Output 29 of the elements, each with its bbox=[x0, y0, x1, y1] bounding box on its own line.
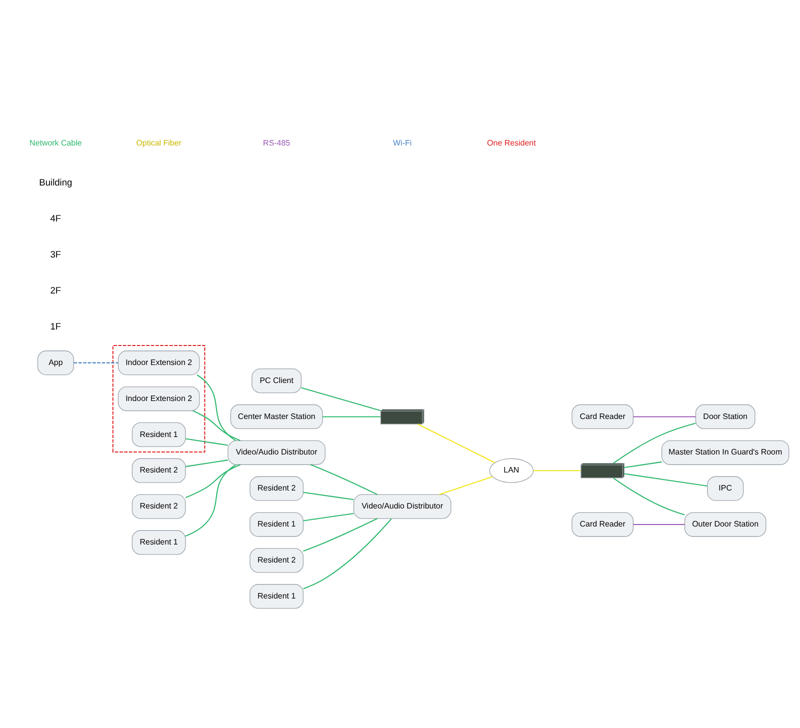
connector bbox=[613, 477, 685, 515]
connector bbox=[533, 470, 581, 471]
connector bbox=[185, 464, 236, 536]
connector bbox=[633, 416, 696, 417]
label: 2F bbox=[50, 284, 62, 295]
connector bbox=[303, 518, 378, 552]
label: 4F bbox=[50, 213, 62, 224]
connector bbox=[322, 416, 381, 417]
connector bbox=[303, 491, 354, 500]
connector bbox=[613, 422, 696, 464]
connector bbox=[418, 423, 496, 463]
connector bbox=[310, 464, 378, 495]
connector bbox=[74, 362, 118, 363]
connector bbox=[439, 476, 493, 494]
label: Building bbox=[39, 177, 72, 188]
label: 1F bbox=[50, 320, 62, 331]
connector bbox=[186, 459, 228, 467]
connector bbox=[192, 410, 241, 441]
label: 3F bbox=[50, 249, 62, 260]
connector bbox=[185, 464, 241, 498]
connector bbox=[303, 518, 392, 589]
connector bbox=[624, 472, 708, 486]
connector bbox=[196, 374, 236, 440]
connector bbox=[624, 460, 662, 468]
connector bbox=[301, 386, 381, 411]
connector bbox=[633, 523, 685, 525]
connector bbox=[186, 438, 228, 446]
cluster bbox=[112, 344, 206, 452]
connector bbox=[303, 512, 354, 521]
